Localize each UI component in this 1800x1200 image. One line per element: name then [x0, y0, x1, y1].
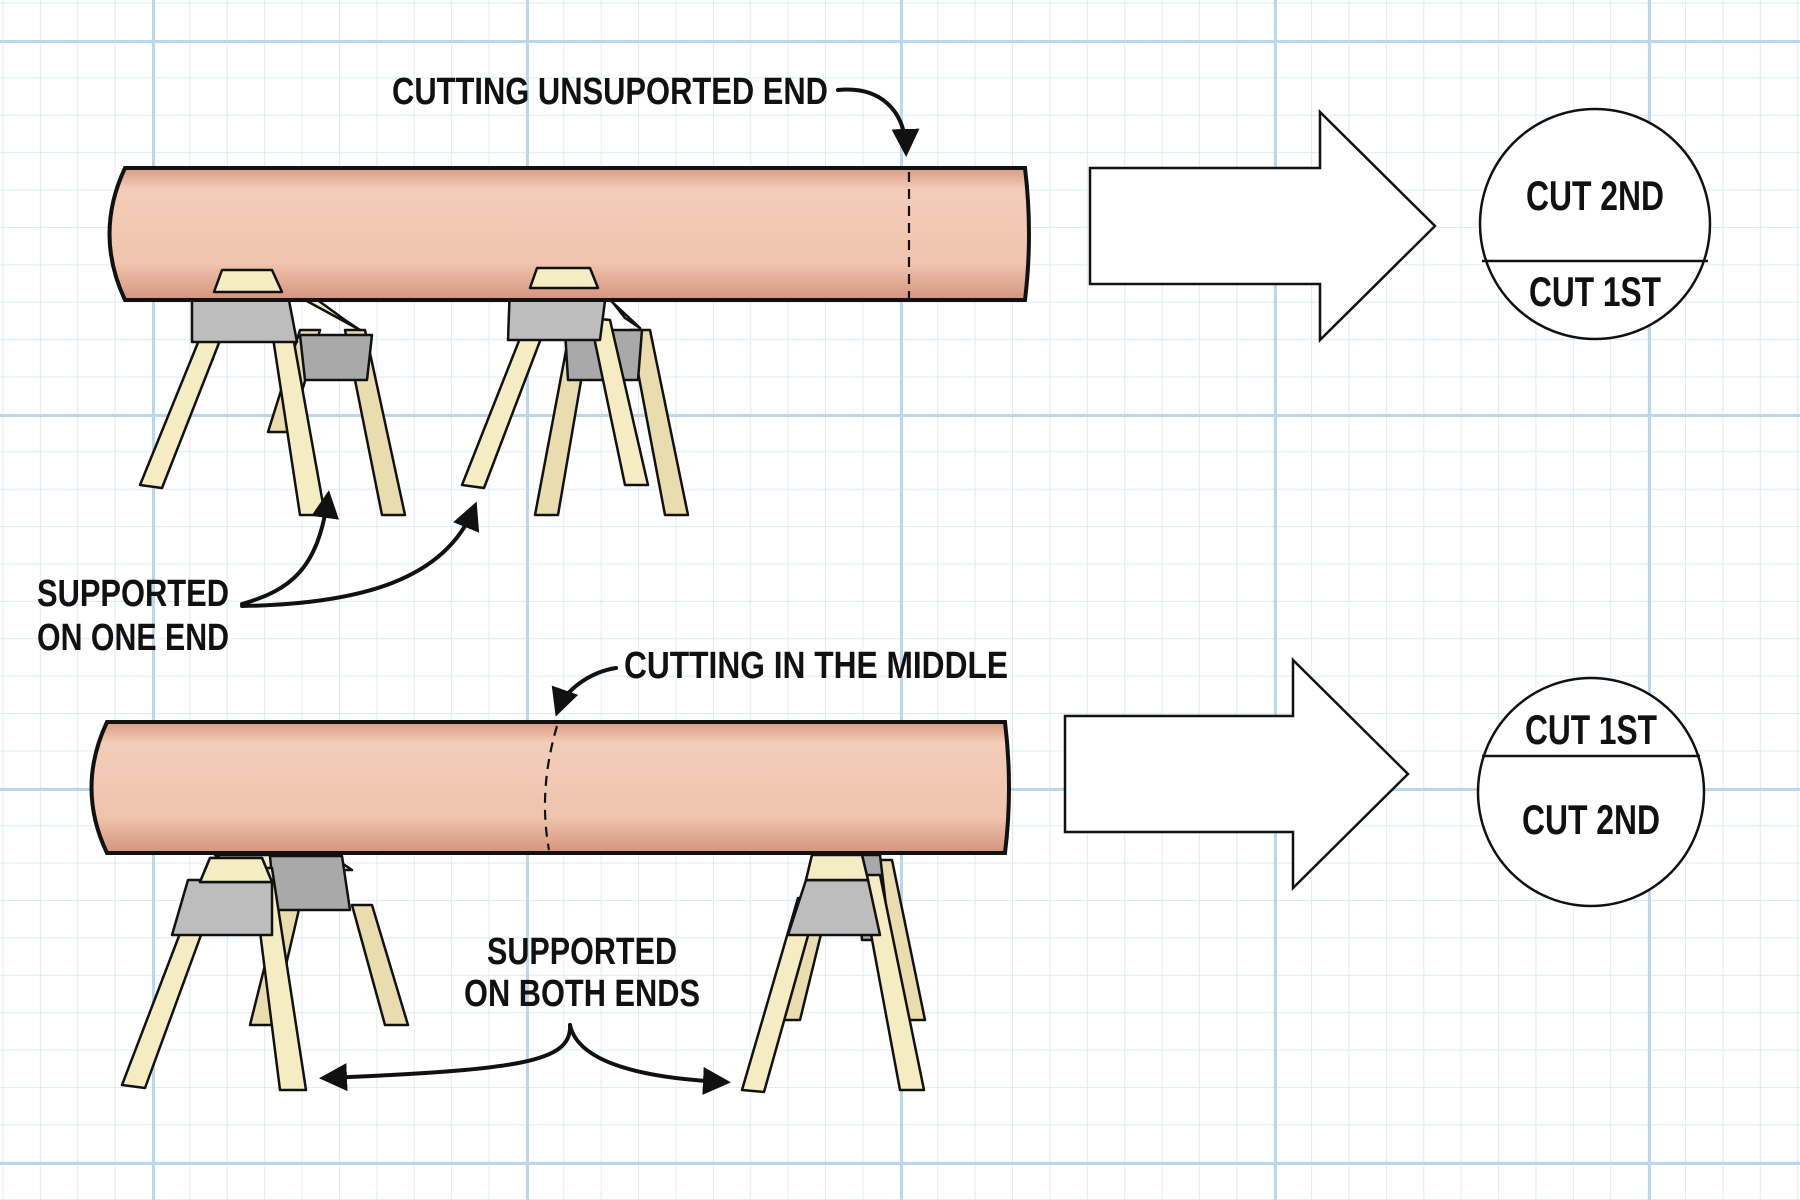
- callout-arrow: [836, 87, 920, 157]
- bottom-scenario: CUTTING IN THE MIDDLE SUPPORTED ON BOTH …: [89, 645, 1706, 1095]
- support-label-line1: SUPPORTED: [37, 573, 229, 615]
- right-arrow-icon: [1063, 657, 1410, 891]
- cut-line: [543, 725, 559, 851]
- sawhorse-icon: [120, 853, 410, 1092]
- circle-top-label: CUT 1ST: [1525, 706, 1657, 753]
- cut-order-circle: CUT 1ST CUT 2ND: [1476, 676, 1706, 908]
- callout-cutting-in-the-middle: CUTTING IN THE MIDDLE: [624, 645, 1008, 687]
- circle-bottom-label: CUT 1ST: [1529, 268, 1661, 315]
- cut-order-circle: CUT 2ND CUT 1ST: [1478, 107, 1712, 341]
- callout-arrow: [551, 666, 618, 717]
- log: [107, 166, 1031, 302]
- sawhorse-icon: [460, 266, 690, 517]
- support-arrow: [240, 501, 480, 608]
- sawhorse-icon: [138, 268, 407, 517]
- right-arrow-icon: [1088, 109, 1437, 343]
- circle-top-label: CUT 2ND: [1526, 172, 1664, 219]
- support-arrow: [568, 1023, 731, 1095]
- log: [89, 720, 1011, 855]
- top-scenario: CUTTING UNSUPORTED END SUPPORTED ON ONE …: [37, 71, 1712, 659]
- support-label-line2: ON ONE END: [37, 617, 229, 659]
- support-label-line2: ON BOTH ENDS: [464, 973, 700, 1015]
- circle-bottom-label: CUT 2ND: [1522, 796, 1660, 843]
- support-label-line1: SUPPORTED: [487, 931, 677, 973]
- sawhorse-icon: [740, 853, 927, 1094]
- support-arrow: [240, 490, 340, 606]
- callout-cutting-unsupported-end: CUTTING UNSUPORTED END: [392, 71, 828, 113]
- support-arrow: [319, 1023, 573, 1092]
